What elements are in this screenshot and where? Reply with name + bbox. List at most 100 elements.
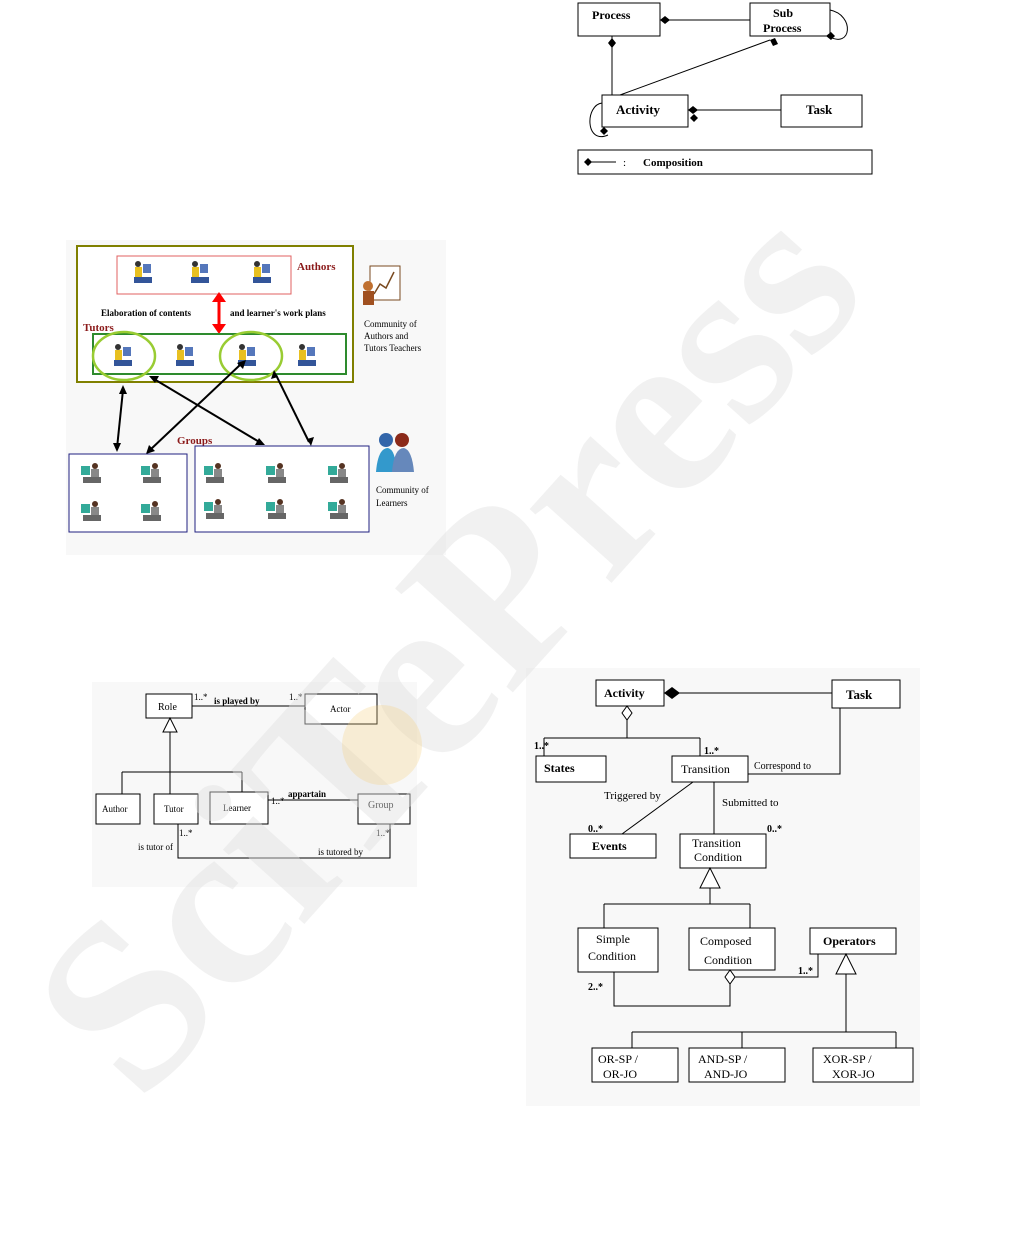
- learner-figure: [81, 501, 101, 521]
- is-tutor-of: is tutor of: [138, 842, 173, 852]
- xor-sp-label-2: XOR-JO: [832, 1067, 875, 1081]
- tutor-label: Tutor: [164, 804, 184, 814]
- learner-figure: [141, 501, 161, 521]
- mult-events: 0..*: [588, 824, 603, 835]
- mult-learner: 1..*: [271, 796, 285, 806]
- role-class-diagram: Role Actor 1..* is played by 1..* Author…: [92, 682, 417, 887]
- community-learners-2: Learners: [376, 498, 408, 508]
- actor-box: [304, 693, 378, 725]
- composition-diamond: [664, 687, 680, 699]
- or-sp-label-1: OR-SP /: [598, 1052, 639, 1066]
- task-label: Task: [806, 102, 833, 117]
- operators-box: [809, 927, 897, 955]
- mult-actor: 1..*: [289, 692, 303, 702]
- correspond-to: Correspond to: [754, 761, 811, 772]
- learners-community-icon: [376, 433, 414, 472]
- events-box: [569, 833, 657, 859]
- is-played-by: is played by: [214, 696, 260, 706]
- simple-condition-box: [577, 927, 659, 973]
- learner-figure: [266, 499, 286, 519]
- states-label: States: [544, 761, 575, 775]
- composed-condition-label-1: Composed: [700, 934, 751, 948]
- author-figure: [134, 261, 152, 283]
- or-sp-box: [591, 1047, 679, 1083]
- community-learners-1: Community of: [376, 485, 429, 495]
- simple-condition-label-2: Condition: [588, 949, 636, 963]
- legend-label: Composition: [643, 157, 703, 169]
- simple-condition-label-1: Simple: [596, 932, 630, 946]
- sub-process-label-1: Sub: [773, 6, 793, 20]
- elaboration-left: Elaboration of contents: [101, 308, 191, 318]
- tutor-figure: [298, 344, 316, 366]
- elaboration-right: and learner's work plans: [230, 308, 326, 318]
- role-box: [145, 693, 193, 719]
- and-sp-box: [688, 1047, 786, 1083]
- appartain: appartain: [288, 789, 326, 799]
- process-composition-diagram: Process Sub Process Activity Task : Comp…: [577, 2, 873, 175]
- xor-sp-label-1: XOR-SP /: [823, 1052, 872, 1066]
- task-box: [780, 94, 863, 128]
- community-teachers-1: Community of: [364, 319, 417, 329]
- tutor-figure: [114, 344, 132, 366]
- learner-label: Learner: [223, 803, 251, 813]
- process-box: [577, 2, 661, 37]
- composed-condition-box: [688, 927, 776, 971]
- activity-box: [595, 679, 665, 707]
- community-diagram: Authors Elaboration of contents and lear…: [66, 240, 446, 555]
- learner-figure: [141, 463, 161, 483]
- activity-box: [601, 94, 689, 128]
- community-teachers-2: Authors and: [364, 331, 409, 341]
- tutor-highlight-ellipse: [218, 330, 284, 382]
- learner-figure: [204, 463, 224, 483]
- learner-figure: [328, 463, 348, 483]
- author-label: Author: [102, 804, 128, 814]
- events-label: Events: [592, 839, 627, 853]
- transition-condition-label-2: Condition: [694, 850, 742, 864]
- mult-condition: 0..*: [767, 824, 782, 835]
- xor-sp-box: [812, 1047, 914, 1083]
- task-label: Task: [846, 687, 873, 702]
- actor-label: Actor: [330, 704, 351, 714]
- sub-process-box: [749, 2, 831, 37]
- and-sp-label-1: AND-SP /: [698, 1052, 748, 1066]
- transition-box: [671, 755, 749, 783]
- legend-box: [577, 149, 873, 175]
- tutor-highlight-ellipse: [91, 330, 157, 382]
- transition-condition-box: [679, 833, 767, 869]
- author-figure: [191, 261, 209, 283]
- composed-condition-label-2: Condition: [704, 953, 752, 967]
- author-figure: [253, 261, 271, 283]
- tutors-label: Tutors: [83, 322, 114, 334]
- is-tutored-by: is tutored by: [318, 847, 363, 857]
- triggered-by: Triggered by: [604, 790, 661, 802]
- group-label: Group: [368, 800, 394, 811]
- mult-group: 1..*: [376, 828, 390, 838]
- authors-box: [116, 255, 292, 295]
- activity-label: Activity: [616, 102, 661, 117]
- mult-role: 1..*: [194, 692, 208, 702]
- role-label: Role: [158, 702, 177, 713]
- group-box-large: [194, 445, 370, 533]
- tutor-box: [153, 793, 199, 825]
- task-box: [831, 679, 901, 709]
- legend-sep: :: [623, 157, 626, 169]
- or-sp-label-2: OR-JO: [603, 1067, 637, 1081]
- transition-condition-label-1: Transition: [692, 836, 741, 850]
- states-box: [535, 755, 607, 783]
- authors-label: Authors: [297, 261, 336, 273]
- group-box: [357, 793, 411, 825]
- learner-figure: [204, 499, 224, 519]
- learner-figure: [328, 499, 348, 519]
- teacher-chart-icon: [363, 265, 401, 305]
- tutor-figure: [238, 344, 256, 366]
- sub-process-label-2: Process: [763, 21, 802, 35]
- activity-label: Activity: [604, 686, 645, 700]
- operators-label: Operators: [823, 934, 876, 948]
- author-box: [95, 793, 141, 825]
- mult-states: 1..*: [534, 741, 549, 752]
- learner-box: [209, 791, 269, 825]
- and-sp-label-2: AND-JO: [704, 1067, 748, 1081]
- composition-diamond: [660, 16, 670, 24]
- learner-figure: [266, 463, 286, 483]
- submitted-to: Submitted to: [722, 797, 779, 809]
